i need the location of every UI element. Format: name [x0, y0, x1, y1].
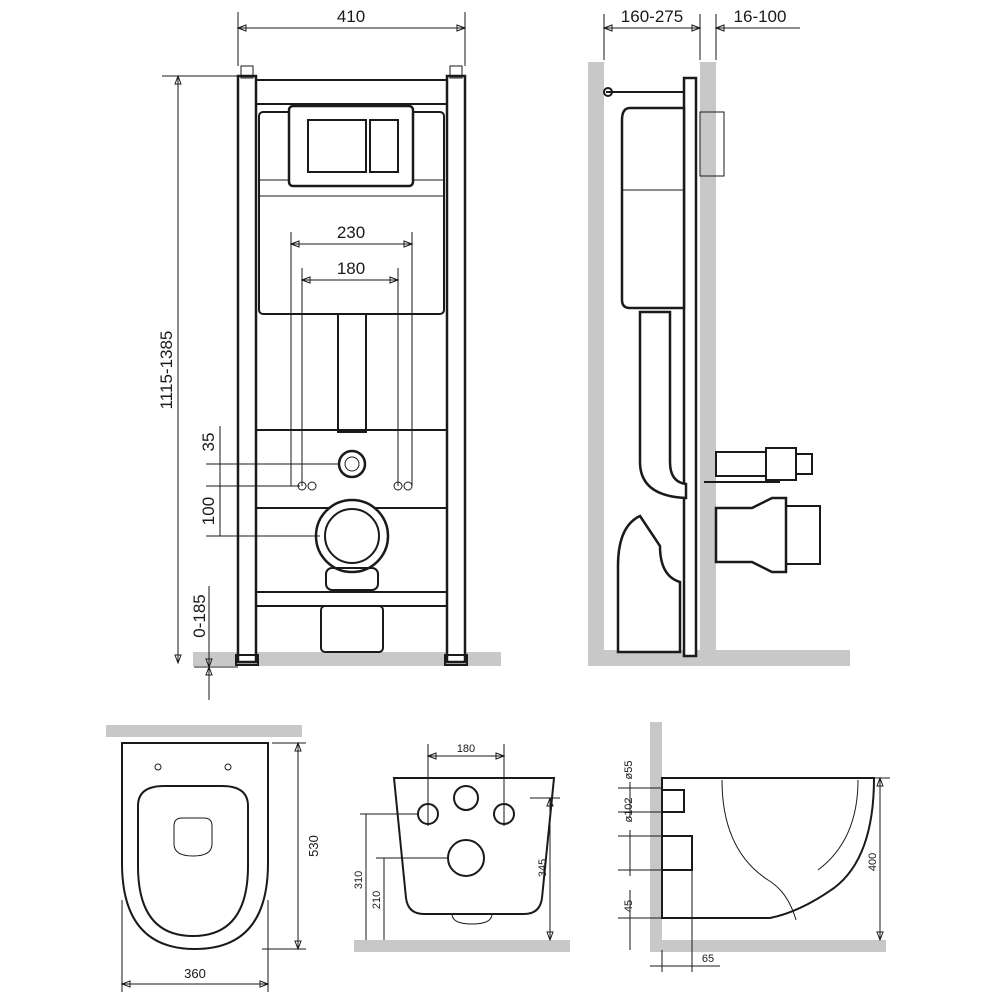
- side-flush-plate: [699, 111, 725, 177]
- water-inlet: [337, 449, 367, 479]
- waste-outlet: [314, 498, 390, 574]
- bowl-side-view: ø55 ø102 45 400 65: [618, 722, 890, 972]
- dim-bottom-offset: 45: [623, 900, 635, 912]
- flush-plate: [287, 104, 415, 188]
- dim-height-left: 310: [353, 871, 365, 889]
- dim-bowl-length: 530: [306, 835, 321, 857]
- frame-post-left: [236, 74, 258, 664]
- bowl-side-outline: [661, 777, 876, 919]
- foot-right: [444, 654, 468, 666]
- bowl-back-outline: [392, 777, 556, 915]
- lower-crossbar: [255, 591, 448, 607]
- dim-width: 410: [337, 7, 365, 26]
- dim-pipe-large: ø102: [623, 797, 635, 822]
- dim-inner-wide: 230: [337, 223, 365, 242]
- downpipe: [337, 313, 367, 433]
- bowl-seat: [137, 785, 249, 938]
- side-floor: [588, 650, 850, 666]
- dim-hole-spacing: 180: [457, 743, 475, 755]
- outlet-hole: [447, 839, 485, 877]
- dim-bowl-height: 400: [867, 853, 879, 871]
- flush-button-large: [307, 119, 367, 173]
- foot-left: [235, 654, 259, 666]
- bowl-back-view: 180 310 210 345: [353, 743, 570, 952]
- dim-inner-narrow: 180: [337, 259, 365, 278]
- post-cap-left: [240, 65, 254, 79]
- dim-height: 1115-1385: [157, 331, 176, 410]
- side-bend: [616, 514, 682, 654]
- side-back-wall: [588, 62, 604, 666]
- frame-post-right: [445, 74, 467, 664]
- dim-gap-small: 35: [199, 433, 218, 452]
- bowl-outline: [121, 742, 269, 951]
- front-floor: [193, 652, 501, 666]
- outlet-pipe: [661, 835, 693, 871]
- dim-wall-offset: 65: [702, 953, 714, 965]
- inlet-pipe: [661, 789, 685, 813]
- flush-button-small: [369, 119, 399, 173]
- side-cistern: [620, 106, 686, 310]
- dim-depth-range: 160-275: [621, 7, 683, 26]
- top-view-wall: [106, 725, 302, 737]
- side-frame-post: [682, 76, 698, 658]
- dim-bowl-width: 360: [184, 966, 206, 981]
- side-downpipe: [638, 310, 688, 500]
- top-crossbar: [255, 79, 448, 105]
- side-outlet-connector: [714, 496, 788, 574]
- outlet-bend: [320, 605, 384, 653]
- bowl-seat-handle: [173, 817, 213, 857]
- front-view: 410 230 180 1115-1385 35 100 0-185: [157, 7, 501, 700]
- bowl-side-wall: [650, 722, 662, 952]
- bowl-side-floor: [662, 940, 886, 952]
- dim-gap-medium: 100: [199, 497, 218, 525]
- back-view-floor: [354, 940, 570, 952]
- dim-height-inner: 210: [371, 891, 383, 909]
- inlet-hole: [453, 785, 479, 811]
- post-cap-right: [449, 65, 463, 79]
- side-view: 160-275 16-100: [588, 7, 850, 666]
- bolt-right-outer: [403, 481, 413, 491]
- bowl-top-view: 530 360: [106, 725, 321, 992]
- dim-pipe-small: ø55: [623, 761, 635, 780]
- bolt-left-inner: [307, 481, 317, 491]
- dim-height-right: 345: [537, 859, 549, 877]
- side-front-wall: [700, 62, 716, 666]
- dim-wall-range: 16-100: [734, 7, 787, 26]
- dim-foot-range: 0-185: [190, 594, 209, 637]
